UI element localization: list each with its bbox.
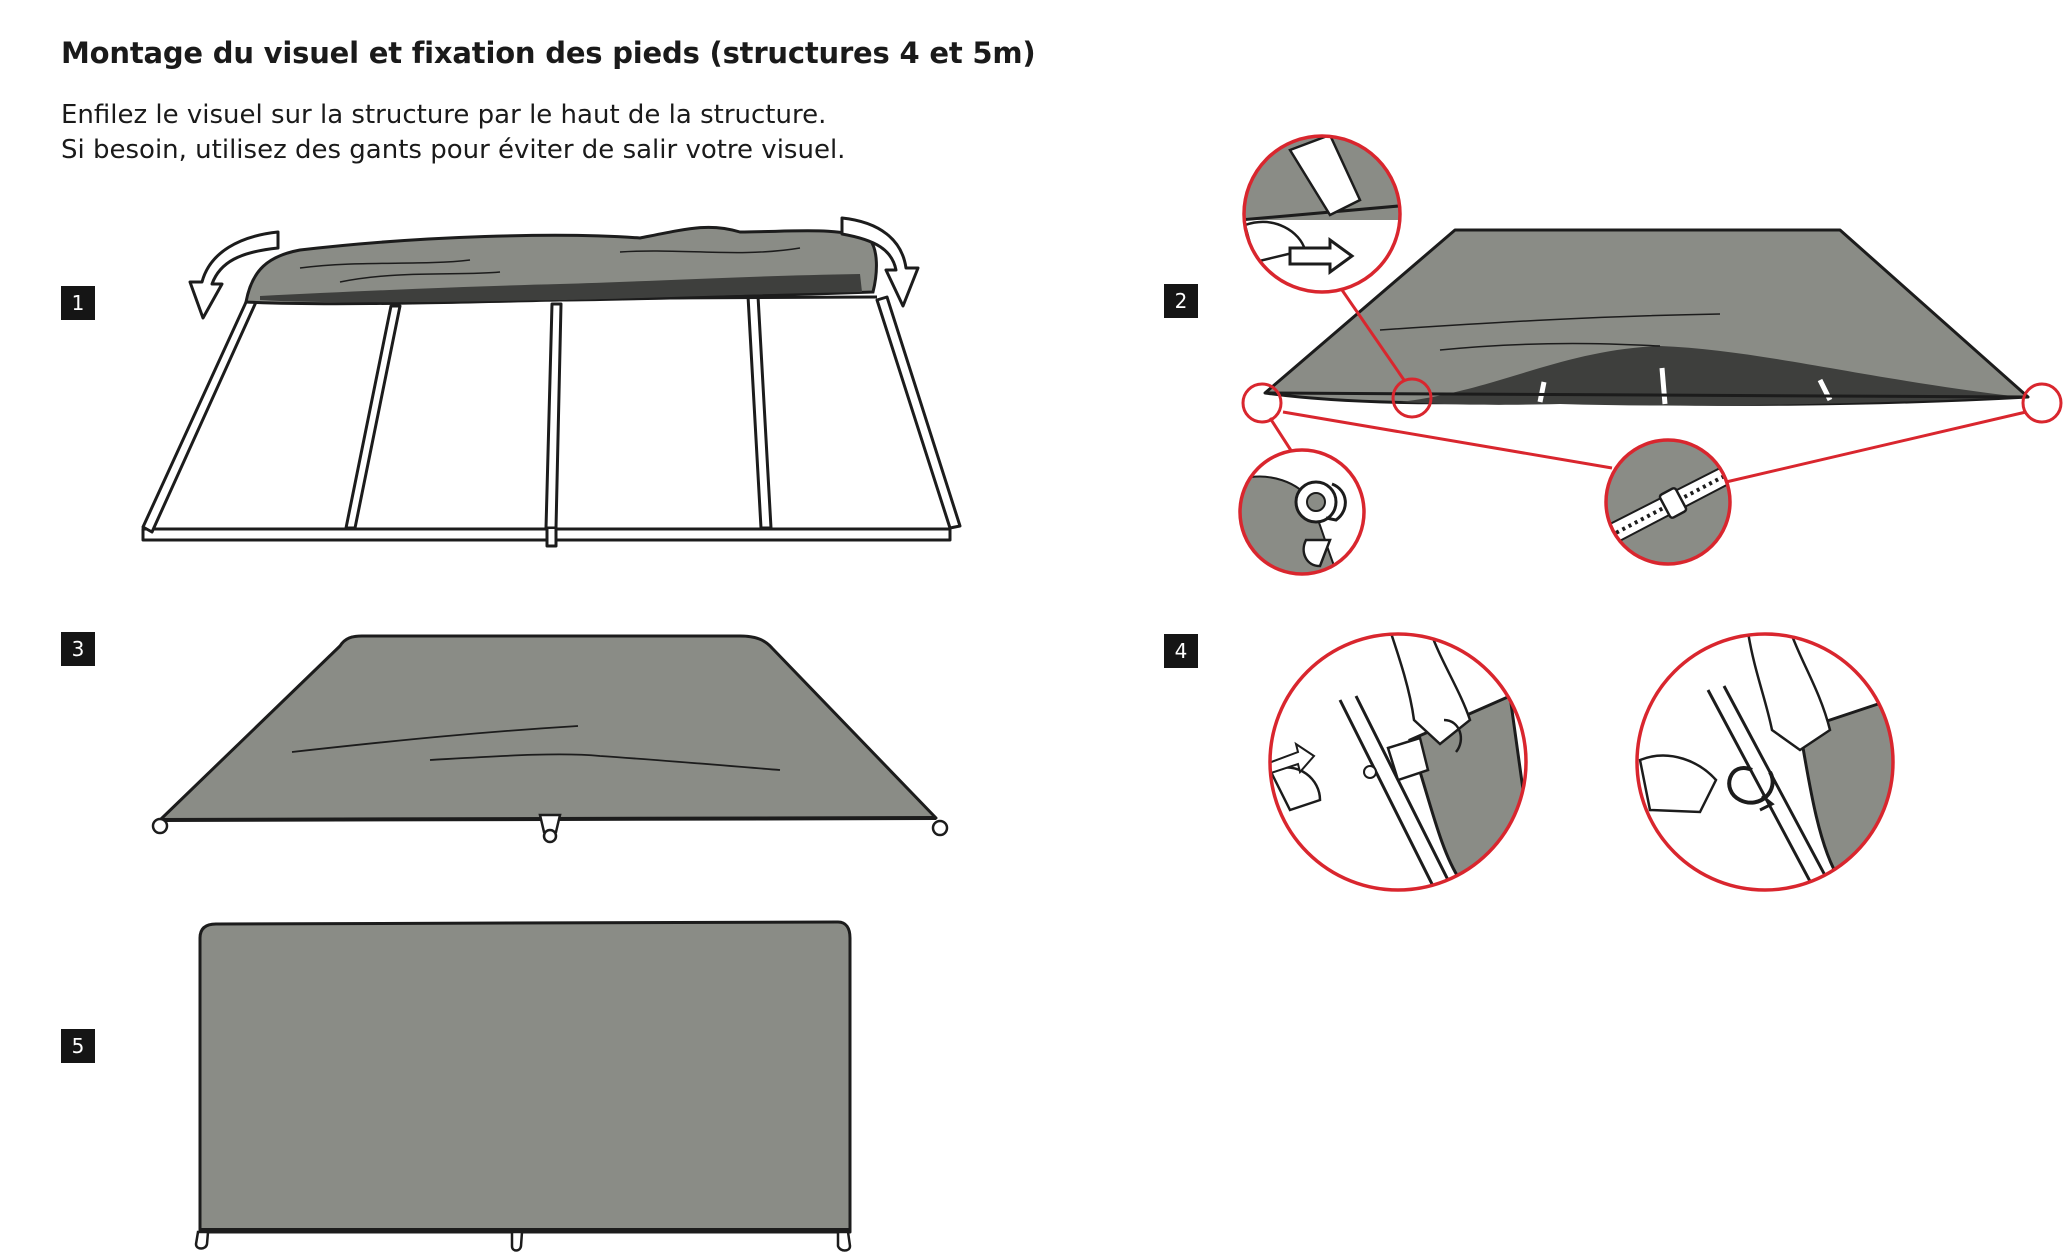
step-1-illustration (141, 216, 962, 548)
feet-fasteners (194, 1230, 852, 1252)
detail-circle-insert-pin (1268, 632, 1528, 892)
step-1-badge: 1 (61, 286, 95, 320)
instruction-line-1: Enfilez le visuel sur la structure par l… (61, 100, 827, 130)
rotation-arrow-left (188, 230, 280, 320)
fabric-cover (1263, 228, 2030, 406)
step-3-badge: 3 (61, 632, 95, 666)
step-5-badge: 5 (61, 1029, 95, 1063)
step-4-badge: 4 (1164, 634, 1198, 668)
fabric-cover (198, 920, 852, 1234)
callout-lines (1268, 289, 2027, 484)
callout-markers (1241, 377, 2063, 424)
step-3-illustration (151, 634, 949, 844)
frame-structure (141, 294, 962, 548)
detail-circle-zipper (1604, 438, 1732, 566)
page-title: Montage du visuel et fixation des pieds … (61, 36, 1036, 70)
detail-circle-hand-pull (1242, 134, 1402, 294)
step-2-badge: 2 (1164, 284, 1198, 318)
fabric-cover (244, 225, 878, 306)
detail-circle-turn-lock (1635, 632, 1895, 892)
step-5-illustration (194, 920, 852, 1252)
step-4-illustration (1268, 632, 1895, 892)
rotation-arrow-right (840, 216, 920, 308)
step-2-illustration (1238, 134, 2063, 576)
detail-circle-ring-fastener (1238, 448, 1366, 576)
instructions-text: Enfilez le visuel sur la structure par l… (61, 98, 845, 168)
instruction-line-2: Si besoin, utilisez des gants pour évite… (61, 135, 846, 165)
corner-fasteners (151, 813, 949, 844)
